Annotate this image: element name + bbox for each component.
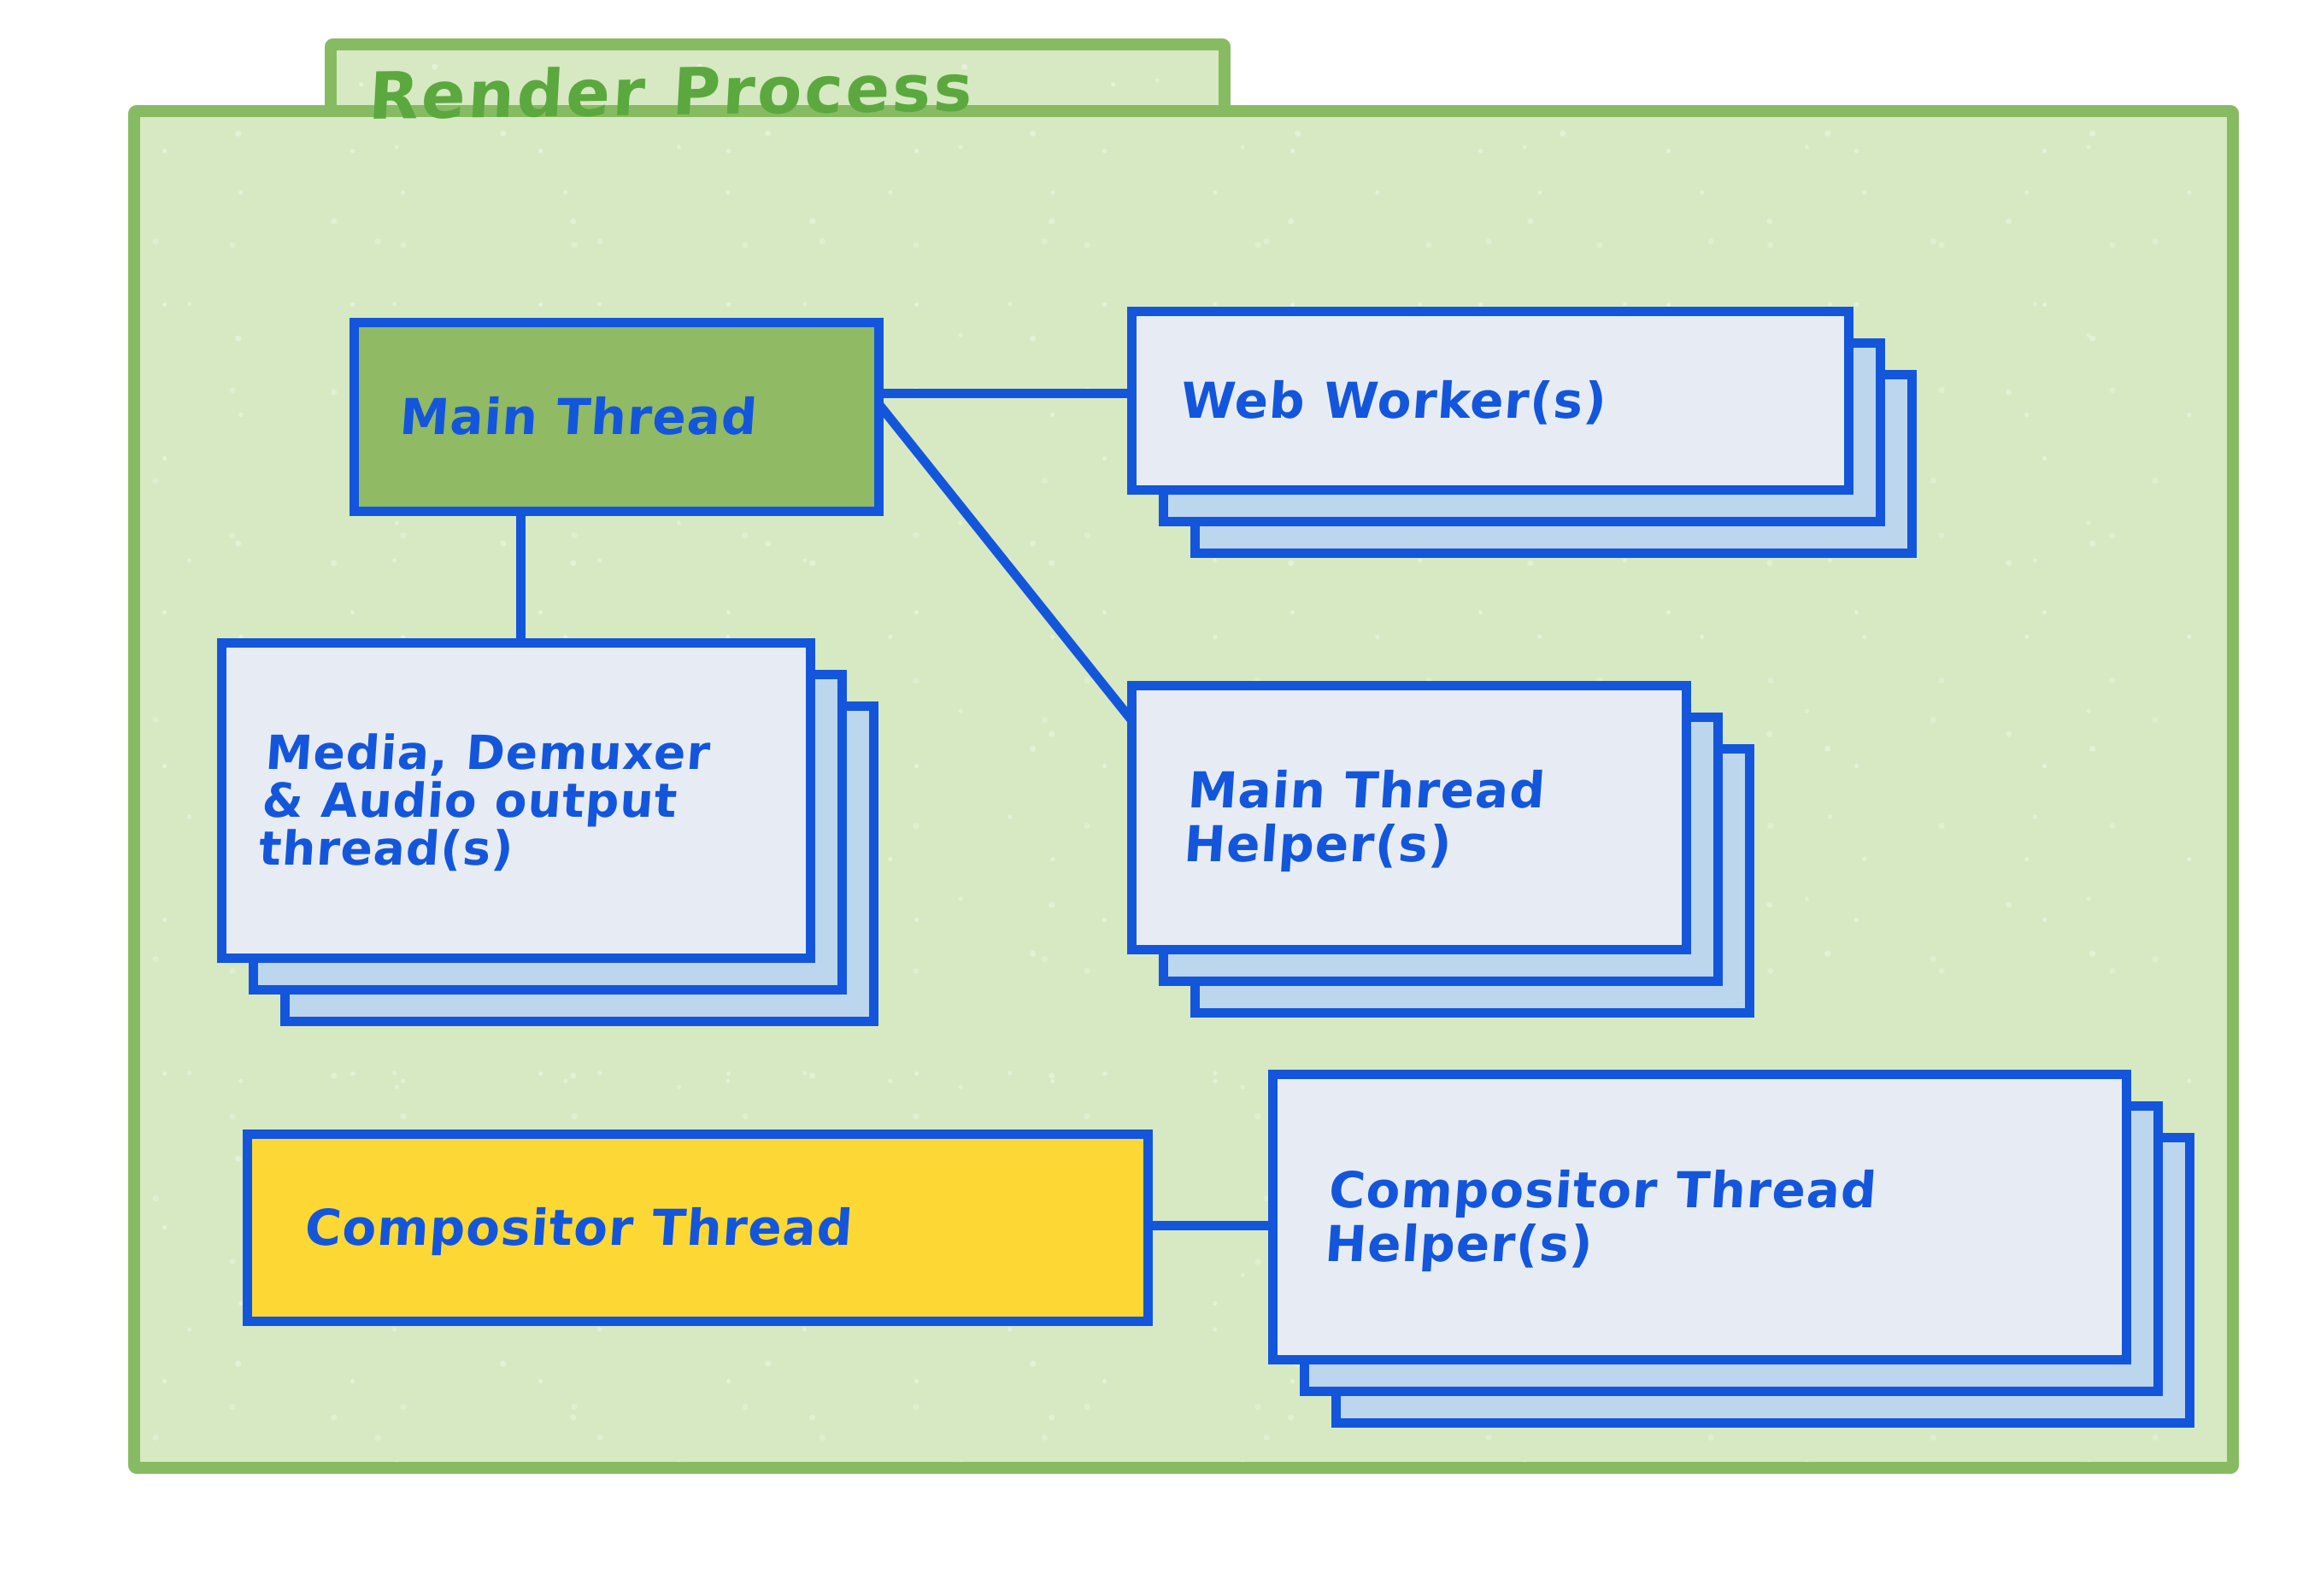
node-compositor-thread-label: Compositor Thread: [303, 1198, 855, 1257]
node-media-demuxer-audio-output-thread-label: Media, Demuxer & Audio output thread(s): [256, 725, 713, 877]
node-compositor-thread-helper-label: Compositor Thread Helper(s): [1323, 1160, 1880, 1273]
node-main-thread-label: Main Thread: [397, 387, 761, 446]
node-web-worker-label: Web Worker(s): [1178, 371, 1610, 430]
node-compositor-thread[interactable]: Compositor Thread: [243, 1130, 1153, 1326]
connector-main-thread-to-web-worker: [875, 389, 1131, 398]
connector-main-thread-to-media-thread: [516, 510, 526, 643]
render-process-body: Web Worker(s) Main Thread Media, Demuxer…: [128, 105, 2239, 1474]
node-media-demuxer-audio-output-thread[interactable]: Media, Demuxer & Audio output thread(s): [217, 638, 815, 963]
render-process-title: Render Process: [367, 50, 978, 134]
render-process-container: Web Worker(s) Main Thread Media, Demuxer…: [128, 38, 2239, 1474]
node-main-thread[interactable]: Main Thread: [350, 318, 884, 516]
node-main-thread-helper-label: Main Thread Helper(s): [1182, 761, 1548, 873]
connector-main-thread-to-main-thread-helper: [874, 401, 1136, 723]
connector-compositor-thread-to-compositor-helper: [1148, 1221, 1272, 1230]
node-compositor-thread-helper[interactable]: Compositor Thread Helper(s): [1268, 1070, 2131, 1364]
node-main-thread-helper[interactable]: Main Thread Helper(s): [1127, 681, 1691, 954]
node-web-worker[interactable]: Web Worker(s): [1127, 307, 1853, 495]
